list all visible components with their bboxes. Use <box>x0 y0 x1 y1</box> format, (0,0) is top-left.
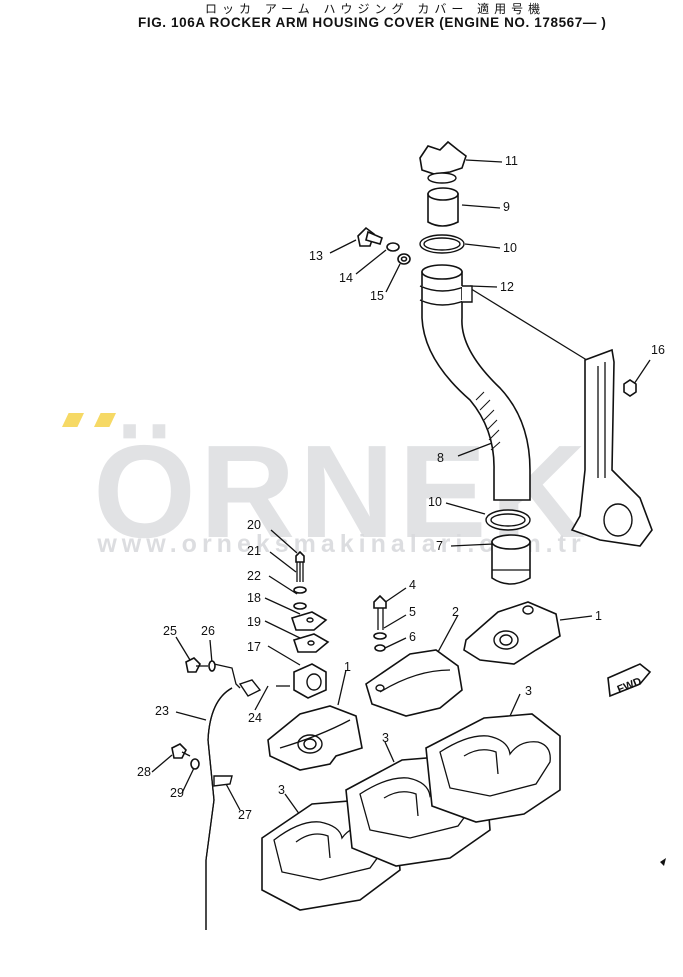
callout-12: 12 <box>500 280 514 294</box>
forward-arrow-tag: FWD <box>607 663 652 698</box>
callout-26: 26 <box>201 624 215 638</box>
callout-16: 16 <box>651 343 665 357</box>
callout-24: 24 <box>248 711 262 725</box>
bolt-4 <box>373 594 387 630</box>
callout-3-rear: 3 <box>525 684 532 698</box>
washer-21 <box>293 586 307 594</box>
callout-15: 15 <box>370 289 384 303</box>
washer-26 <box>208 660 216 672</box>
callout-25: 25 <box>163 624 177 638</box>
callout-3-middle: 3 <box>382 731 389 745</box>
washer-29 <box>190 758 200 770</box>
filler-collar <box>427 187 459 227</box>
title-english: FIG. 106A ROCKER ARM HOUSING COVER (ENGI… <box>138 15 607 30</box>
bolt-20 <box>295 550 305 582</box>
leader-lines <box>151 159 651 816</box>
washer-22 <box>293 602 307 610</box>
breather-tube <box>205 663 262 930</box>
title-japanese: ロッカ アーム ハウジング カバー 適用号機 <box>205 2 546 16</box>
filler-tube <box>491 534 531 585</box>
callout-10-lower: 10 <box>428 495 442 509</box>
callout-1-right: 1 <box>595 609 602 623</box>
support-bracket <box>570 348 653 547</box>
callout-6: 6 <box>409 630 416 644</box>
bolt-25 <box>185 657 208 673</box>
nut-16 <box>623 379 637 397</box>
callout-29: 29 <box>170 786 184 800</box>
bolt-28 <box>171 743 191 759</box>
washer-14 <box>386 242 400 252</box>
rocker-cover-1-left <box>267 705 363 771</box>
rocker-cover-1-right <box>463 601 561 665</box>
callout-14: 14 <box>339 271 353 285</box>
callout-1-left: 1 <box>344 660 351 674</box>
callout-21: 21 <box>247 544 261 558</box>
callout-8: 8 <box>437 451 444 465</box>
callout-28: 28 <box>137 765 151 779</box>
callout-10-upper: 10 <box>503 241 517 255</box>
bolt-13 <box>357 226 383 247</box>
hose-clamp-lower <box>485 509 531 531</box>
callout-7: 7 <box>436 539 443 553</box>
callout-4: 4 <box>409 578 416 592</box>
rocker-cover-2 <box>365 649 463 717</box>
hose-shading <box>475 391 501 451</box>
callout-5: 5 <box>409 605 416 619</box>
filler-hose <box>419 264 531 501</box>
watermark-accent-left <box>62 413 84 427</box>
hose-clamp-upper <box>419 234 465 254</box>
callout-3-front: 3 <box>278 783 285 797</box>
callout-23: 23 <box>155 704 169 718</box>
breather-17 <box>293 663 327 699</box>
callout-9: 9 <box>503 200 510 214</box>
oil-filler-cap <box>419 140 467 184</box>
cover-plate-18 <box>290 611 328 631</box>
gasket-19 <box>292 633 330 653</box>
arrow-mark <box>660 858 666 866</box>
watermark-accent-right <box>94 413 116 427</box>
callout-13: 13 <box>309 249 323 263</box>
callout-11: 11 <box>505 154 518 168</box>
callout-27: 27 <box>238 808 252 822</box>
callout-20: 20 <box>247 518 261 532</box>
callout-22: 22 <box>247 569 261 583</box>
washer-5 <box>373 632 387 640</box>
callout-18: 18 <box>247 591 261 605</box>
callout-2: 2 <box>452 605 459 619</box>
washer-6 <box>374 644 386 652</box>
rocker-housing-3-rear <box>425 713 561 823</box>
washer-15 <box>397 253 411 265</box>
callout-17: 17 <box>247 640 261 654</box>
callout-19: 19 <box>247 615 261 629</box>
